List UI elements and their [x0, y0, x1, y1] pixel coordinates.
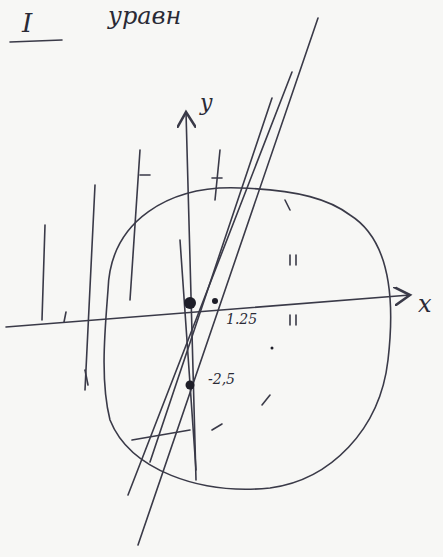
- line: [128, 72, 292, 495]
- hatch: [85, 185, 95, 390]
- origin-dot: [184, 297, 196, 309]
- dot: [271, 347, 274, 350]
- roman-numeral: I: [22, 10, 32, 36]
- line: [138, 18, 318, 545]
- x-axis: [6, 295, 410, 327]
- line: [132, 430, 190, 440]
- value-label: 1.25: [226, 312, 257, 326]
- tick: [64, 312, 66, 322]
- heading-text: уравн: [108, 4, 181, 28]
- y-axis: [186, 112, 196, 480]
- hatch: [212, 177, 222, 179]
- axis-label: y: [200, 92, 212, 114]
- axis-label: x: [418, 292, 432, 316]
- hatch: [42, 225, 45, 320]
- hatch: [85, 370, 88, 385]
- point: [212, 298, 218, 304]
- underline: [10, 40, 62, 42]
- point: [186, 381, 195, 390]
- hatch: [215, 150, 220, 200]
- dash: [212, 424, 222, 430]
- hatch: [140, 174, 150, 176]
- hatch: [130, 150, 140, 300]
- dash: [290, 315, 296, 325]
- dash: [285, 200, 290, 210]
- line: [180, 240, 196, 470]
- dash: [262, 395, 270, 405]
- dash: [290, 255, 296, 265]
- value-label: -2,5: [208, 372, 235, 386]
- line: [150, 98, 272, 462]
